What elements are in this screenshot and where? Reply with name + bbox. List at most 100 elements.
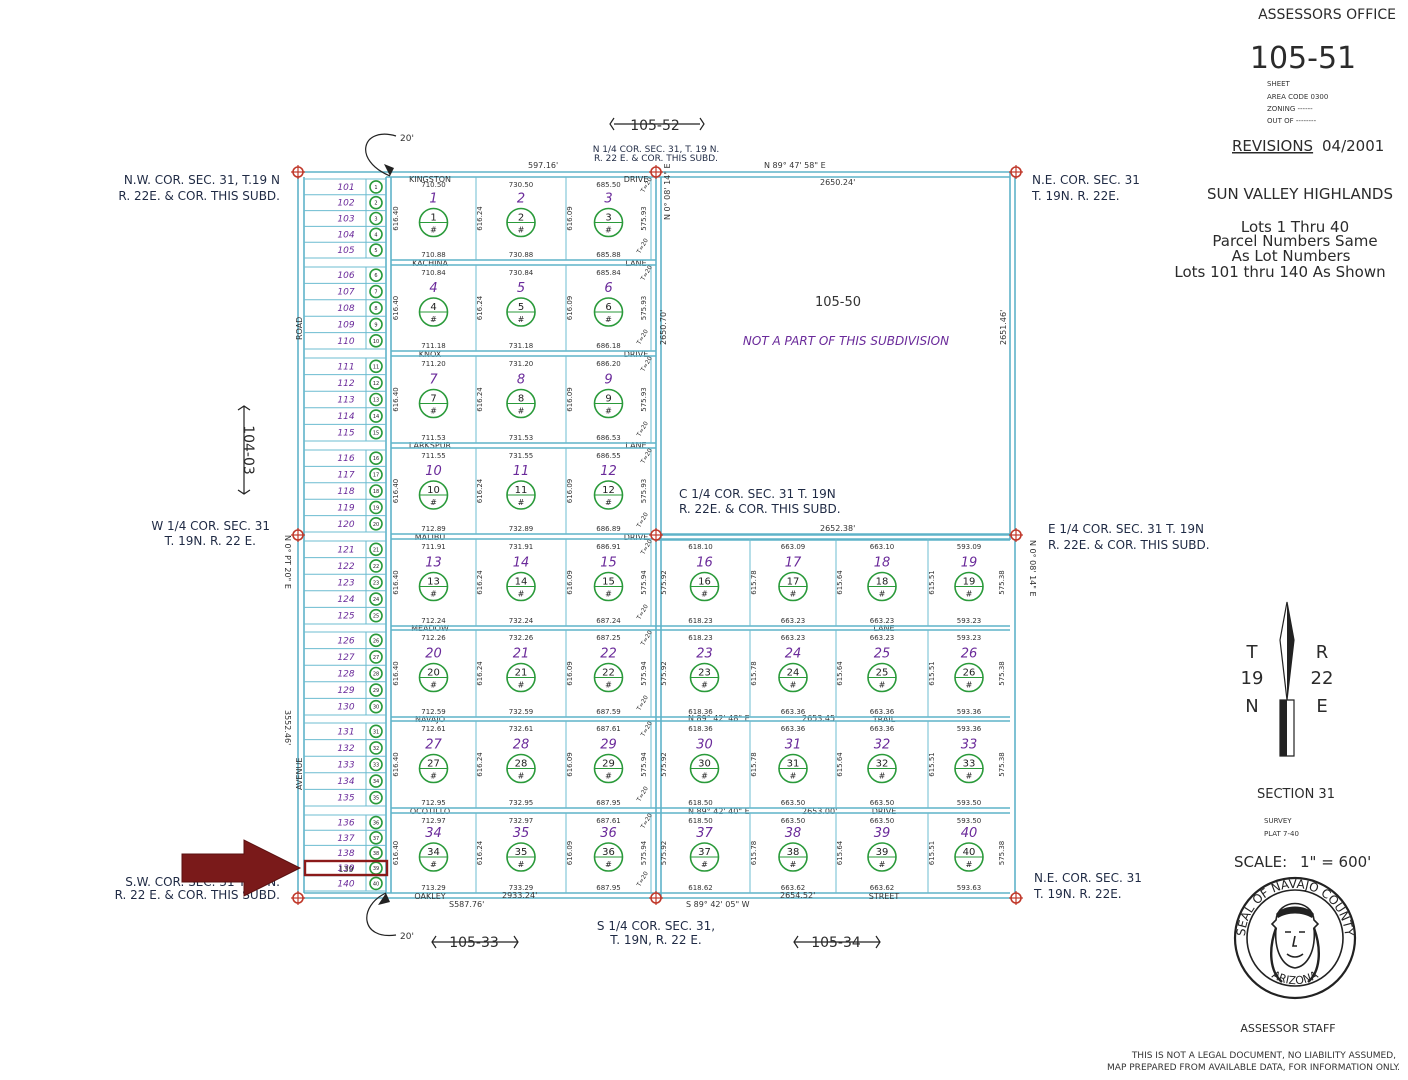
lot-number-label: 22 bbox=[600, 647, 617, 662]
lot-number-label: 10 bbox=[425, 464, 442, 479]
small-lot-circle bbox=[369, 284, 383, 299]
adjacent-map-north[interactable]: 105-52 bbox=[609, 117, 705, 134]
highlighted-lot-box[interactable] bbox=[303, 859, 389, 877]
adjacent-map-south-right[interactable]: 105-34 bbox=[793, 935, 881, 951]
sheet-line-1: SHEET bbox=[1267, 80, 1291, 88]
subdivision-note-1: Lots 1 Thru 40 bbox=[1241, 218, 1349, 236]
lot-5[interactable]: 55# bbox=[506, 281, 536, 327]
lot-1[interactable]: 11# bbox=[418, 192, 449, 238]
lot-depth: 616.24 bbox=[476, 387, 484, 412]
lot-parcel-marker: # bbox=[790, 860, 797, 869]
adjacent-map-south-left[interactable]: 105-33 bbox=[431, 935, 519, 951]
lot-9[interactable]: 99# bbox=[593, 373, 624, 419]
west-dist: 3552.46' bbox=[283, 710, 292, 745]
lot-depth: 615.78 bbox=[750, 841, 758, 866]
small-lot-circle-number: 6 bbox=[374, 273, 377, 279]
lot-3[interactable]: 33# bbox=[593, 192, 624, 238]
lot-6[interactable]: 66# bbox=[593, 281, 624, 327]
sheet-line-2: AREA CODE 0300 bbox=[1267, 93, 1328, 101]
lot-2[interactable]: 22# bbox=[506, 192, 536, 238]
lot-frontage-bottom: 593.50 bbox=[957, 799, 982, 807]
adjacent-map-west[interactable]: 104-03 bbox=[237, 405, 256, 495]
lot-parcel-marker: # bbox=[518, 226, 525, 235]
lot-8[interactable]: 88# bbox=[506, 373, 536, 419]
lot-7[interactable]: 77# bbox=[418, 373, 449, 419]
lot-4[interactable]: 44# bbox=[418, 281, 449, 327]
small-lot-circle bbox=[369, 650, 383, 664]
lot-depth: 616.09 bbox=[566, 479, 574, 504]
bottom-bearing: S 89° 42' 05" W bbox=[686, 900, 750, 909]
